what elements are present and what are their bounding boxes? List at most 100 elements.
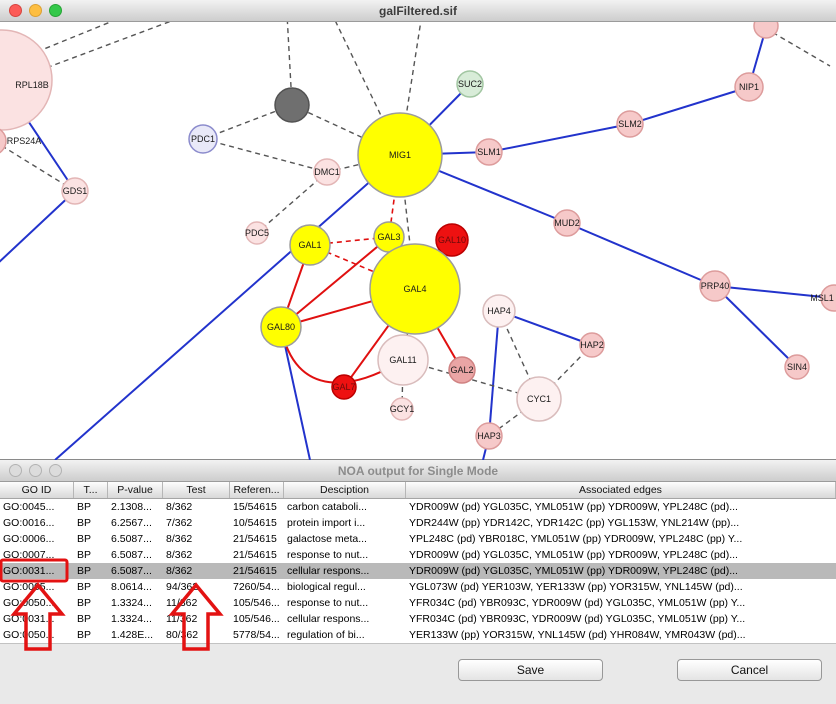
network-edge[interactable] xyxy=(202,138,328,173)
network-node-gal7[interactable] xyxy=(331,374,357,400)
column-header-test[interactable]: Test xyxy=(163,482,230,498)
network-node-pdc1[interactable] xyxy=(188,124,218,154)
network-node-gal4[interactable] xyxy=(369,243,461,335)
column-header-go-id[interactable]: GO ID xyxy=(0,482,74,498)
network-node-hap2[interactable] xyxy=(579,332,605,358)
network-edge[interactable] xyxy=(566,222,716,287)
cancel-button[interactable]: Cancel xyxy=(677,659,822,681)
network-node-gcy1[interactable] xyxy=(390,397,414,421)
network-node[interactable] xyxy=(753,22,779,39)
network-svg[interactable]: RPL18BRPS24AGDS1PDC1MIG1SUC2SLM1SLM2NIP1… xyxy=(0,22,836,460)
save-button[interactable]: Save xyxy=(458,659,603,681)
column-header-reference[interactable]: Referen... xyxy=(230,482,284,498)
network-edge[interactable] xyxy=(714,285,798,368)
network-node-cyc1[interactable] xyxy=(516,376,562,422)
column-header-description[interactable]: Desciption xyxy=(284,482,406,498)
cell-test: 8/362 xyxy=(166,533,193,545)
network-edge[interactable] xyxy=(764,27,831,67)
column-header-type[interactable]: T... xyxy=(74,482,108,498)
network-node-mig1[interactable] xyxy=(357,112,443,198)
network-node-prp40[interactable] xyxy=(699,270,731,302)
network-edge[interactable] xyxy=(0,190,76,265)
cell-type: BP xyxy=(77,581,92,593)
network-edge[interactable] xyxy=(402,359,540,400)
network-node-gds1[interactable] xyxy=(61,177,89,205)
network-edge[interactable] xyxy=(714,285,834,299)
network-node-rps24a[interactable] xyxy=(0,127,7,155)
network-edge[interactable] xyxy=(399,22,422,156)
cell-test: 94/362 xyxy=(166,581,199,593)
traffic-lights-inactive xyxy=(9,464,62,477)
network-node-gal11[interactable] xyxy=(377,334,429,386)
node-label: MUD2 xyxy=(554,218,580,228)
network-edge[interactable] xyxy=(498,310,540,400)
network-node-pdc5[interactable] xyxy=(245,221,269,245)
close-button[interactable] xyxy=(9,464,22,477)
cell-description: response to nut... xyxy=(287,597,369,609)
network-node-mud2[interactable] xyxy=(553,209,581,237)
noa-window-title: NOA output for Single Mode xyxy=(337,463,499,478)
network-edge[interactable] xyxy=(280,326,311,460)
node-label: GAL11 xyxy=(389,355,416,365)
cell-test: 8/362 xyxy=(166,501,193,513)
network-node[interactable] xyxy=(274,87,310,123)
cell-p-value: 1.3324... xyxy=(111,597,152,609)
cell-edges: YPL248C (pd) YBR018C, YML051W (pp) YDR00… xyxy=(409,533,743,545)
cell-description: cellular respons... xyxy=(287,613,370,625)
column-header-p-value[interactable]: P-value xyxy=(108,482,163,498)
network-node-dmc1[interactable] xyxy=(313,158,341,186)
network-node-rpl18b[interactable] xyxy=(0,29,53,131)
network-edge[interactable] xyxy=(54,154,401,460)
network-node-hap3[interactable] xyxy=(475,422,503,450)
network-node-nip1[interactable] xyxy=(734,72,764,102)
network-node-hap4[interactable] xyxy=(482,294,516,328)
close-button[interactable] xyxy=(9,4,22,17)
network-node-gal80[interactable] xyxy=(260,306,302,348)
cell-type: BP xyxy=(77,533,92,545)
node-label: GDS1 xyxy=(63,186,88,196)
column-header-edges[interactable]: Associated edges xyxy=(406,482,836,498)
network-edge[interactable] xyxy=(629,86,750,125)
network-node-suc2[interactable] xyxy=(456,70,484,98)
zoom-button[interactable] xyxy=(49,4,62,17)
network-node-msl1[interactable] xyxy=(820,284,836,312)
network-edge[interactable] xyxy=(0,141,76,192)
noa-window-titlebar[interactable]: NOA output for Single Mode xyxy=(0,460,836,482)
cell-test: 8/362 xyxy=(166,565,193,577)
graph-window-titlebar[interactable]: galFiltered.sif xyxy=(0,0,836,22)
network-edge[interactable] xyxy=(332,22,401,156)
node-label: SLM1 xyxy=(477,147,501,157)
node-label: MIG1 xyxy=(389,150,411,160)
network-edge[interactable] xyxy=(256,171,328,234)
network-edge[interactable] xyxy=(488,310,500,437)
network-node-sin4[interactable] xyxy=(784,354,810,380)
zoom-button[interactable] xyxy=(49,464,62,477)
network-edge[interactable] xyxy=(488,123,631,153)
network-edge[interactable] xyxy=(280,236,390,328)
network-node-gal1[interactable] xyxy=(289,224,331,266)
network-node-slm1[interactable] xyxy=(475,138,503,166)
network-edge[interactable] xyxy=(286,22,293,106)
minimize-button[interactable] xyxy=(29,4,42,17)
network-node-slm2[interactable] xyxy=(616,110,644,138)
network-node-gal2[interactable] xyxy=(448,356,476,384)
cell-description: galactose meta... xyxy=(287,533,367,545)
cell-go-id: GO:0050... xyxy=(3,597,55,609)
network-edge[interactable] xyxy=(29,22,190,75)
node-label: PDC5 xyxy=(245,228,269,238)
network-edge[interactable] xyxy=(202,104,293,140)
cell-go-id: GO:0031... xyxy=(3,565,55,577)
minimize-button[interactable] xyxy=(29,464,42,477)
network-node-gal10[interactable] xyxy=(435,223,469,257)
